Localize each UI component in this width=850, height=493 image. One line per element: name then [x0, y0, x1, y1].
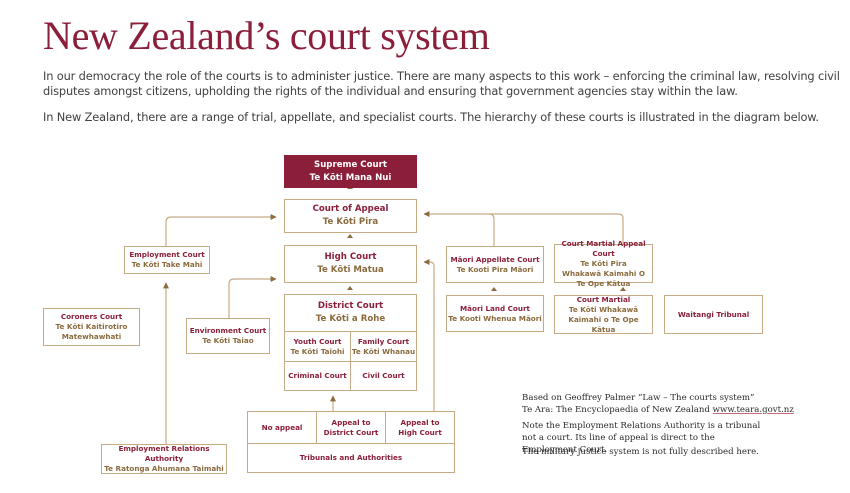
intro-paragraph-2: In New Zealand, there are a range of tri…	[43, 110, 819, 124]
source-note: Based on Geoffrey Palmer “Law – The cour…	[522, 392, 842, 416]
arrow-high-to-appeal	[347, 234, 353, 238]
supreme-court-name: Supreme Court	[314, 159, 387, 170]
youth-court-box[interactable]: Youth Court Te Kōti Taiohi	[284, 331, 351, 362]
appeal-to-district-label: Appeal to District Court	[323, 417, 379, 437]
employment-court-maori-name: Te Kōti Take Mahi	[131, 260, 203, 269]
maori-land-court-box[interactable]: Māori Land Court Te Kooti Whenua Māori	[446, 295, 544, 332]
employment-court-name: Employment Court	[129, 250, 205, 259]
intro-paragraph-1: In our democracy the role of the courts …	[43, 69, 840, 98]
teara-link[interactable]: www.teara.govt.nz	[712, 405, 794, 415]
district-court-box[interactable]: District Court Te Kōti a Rohe	[284, 294, 417, 332]
maori-appellate-court-box[interactable]: Māori Appellate Court Te Kooti Pira Māor…	[446, 246, 544, 283]
youth-court-maori-name: Te Kōti Taiohi	[290, 346, 345, 356]
district-court-name: District Court	[317, 301, 384, 311]
high-court-box[interactable]: High Court Te Kōti Matua	[284, 245, 417, 283]
no-appeal-label: No appeal	[261, 422, 303, 432]
era-name: Employment Relations Authority	[118, 444, 210, 463]
coroners-court-name: Coroners Court	[60, 312, 123, 321]
appeal-to-high-label: Appeal to High Court	[398, 417, 442, 437]
connector-tribunal-to-high	[423, 259, 435, 437]
criminal-court-name: Criminal Court	[288, 371, 347, 380]
court-martial-appeal-court-box[interactable]: Court Martial Appeal Court Te Kōti Pira …	[554, 239, 653, 288]
waitangi-tribunal-box[interactable]: Waitangi Tribunal	[664, 295, 763, 334]
high-court-name: High Court	[324, 252, 377, 262]
youth-court-name: Youth Court	[293, 336, 342, 346]
court-martial-appeal-court-maori-name: Te Kōti Pira Whakawā Kaimahi O Te Ope Kā…	[562, 258, 645, 288]
waitangi-tribunal-name: Waitangi Tribunal	[677, 309, 750, 319]
era-note: Note the Employment Relations Authority …	[522, 421, 761, 455]
environment-court-name: Environment Court	[189, 326, 267, 335]
page-title: New Zealand’s court system	[43, 13, 490, 58]
source-line-2: Te Ara: The Encyclopaedia of New Zealand	[522, 405, 713, 415]
family-court-box[interactable]: Family Court Te Kōti Whanau	[350, 331, 417, 362]
family-court-maori-name: Te Kōti Whanau	[351, 346, 416, 356]
connector-specialist-to-appeal	[423, 211, 624, 246]
source-line-1: Based on Geoffrey Palmer “Law – The cour…	[522, 393, 755, 403]
district-court-maori-name: Te Kōti a Rohe	[315, 314, 386, 324]
criminal-court-box[interactable]: Criminal Court	[284, 361, 351, 391]
supreme-court-box[interactable]: Supreme Court Te Kōti Mana Nui	[284, 155, 417, 188]
environment-court-box[interactable]: Environment Court Te Kōti Taiao	[186, 318, 270, 354]
connector-environment-to-high	[228, 276, 277, 318]
tribunals-and-authorities-label: Tribunals and Authorities	[299, 453, 403, 462]
court-of-appeal-box[interactable]: Court of Appeal Te Kōti Pira	[284, 199, 417, 233]
maori-appellate-court-name: Māori Appellate Court	[450, 254, 540, 264]
court-martial-box[interactable]: Court Martial Te Kōti Whakawā Kaimahi o …	[554, 295, 653, 334]
employment-relations-authority-box[interactable]: Employment Relations Authority Te Ratong…	[101, 444, 227, 474]
court-of-appeal-maori-name: Te Kōti Pira	[322, 217, 379, 227]
appeal-to-high-box[interactable]: Appeal to High Court	[385, 411, 455, 444]
coroners-court-maori-name: Te Kōti Kaitirotiro Matewhawhati	[55, 322, 128, 341]
civil-court-name: Civil Court	[362, 371, 405, 380]
arrow-maori-land-to-appellate	[491, 287, 497, 291]
era-maori-name: Te Ratonga Ahumana Taimahi	[104, 464, 224, 473]
arrow-martial-to-martial-appeal	[620, 287, 626, 291]
court-martial-maori-name: Te Kōti Whakawā Kaimahi o Te Ope Kātua	[568, 304, 639, 334]
court-martial-appeal-court-name: Court Martial Appeal Court	[561, 238, 646, 258]
arrow-district-to-high	[347, 286, 353, 290]
appeal-to-district-box[interactable]: Appeal to District Court	[316, 411, 386, 444]
employment-court-box[interactable]: Employment Court Te Kōti Take Mahi	[124, 246, 210, 274]
no-appeal-box[interactable]: No appeal	[247, 411, 317, 444]
connector-employment-to-appeal	[165, 214, 277, 246]
maori-land-court-name: Māori Land Court	[460, 303, 530, 313]
family-court-name: Family Court	[357, 336, 410, 346]
military-note: The military justice system is not fully…	[522, 447, 759, 457]
court-martial-name: Court Martial	[576, 294, 631, 304]
court-of-appeal-name: Court of Appeal	[312, 204, 389, 214]
tribunals-and-authorities-box[interactable]: Tribunals and Authorities	[247, 443, 455, 473]
high-court-maori-name: Te Kōti Matua	[317, 265, 384, 275]
maori-appellate-court-maori-name: Te Kooti Pira Māori	[456, 264, 534, 274]
coroners-court-box[interactable]: Coroners Court Te Kōti Kaitirotiro Matew…	[43, 308, 140, 346]
maori-land-court-maori-name: Te Kooti Whenua Māori	[448, 313, 542, 323]
environment-court-maori-name: Te Kōti Taiao	[202, 336, 254, 345]
civil-court-box[interactable]: Civil Court	[350, 361, 417, 391]
supreme-court-maori-name: Te Kōti Mana Nui	[309, 172, 392, 183]
